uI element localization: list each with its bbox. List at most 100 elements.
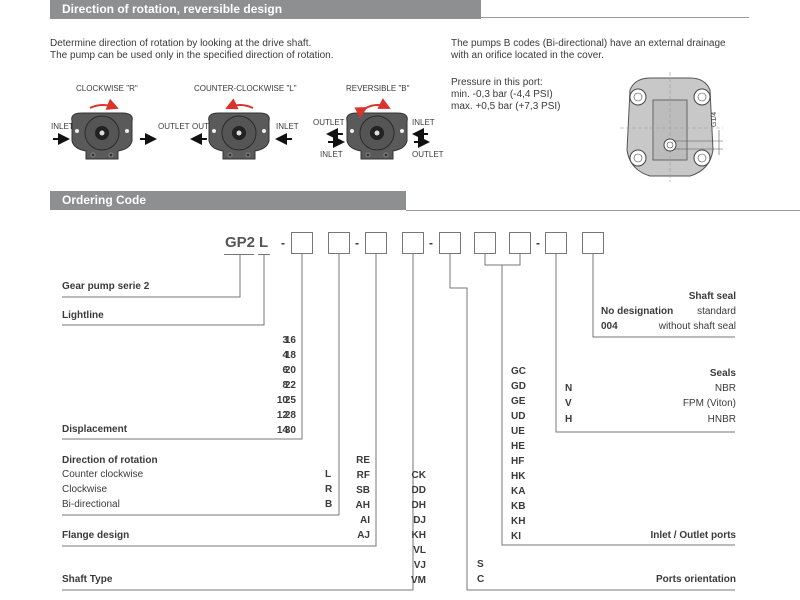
code-dash: - xyxy=(355,236,359,250)
displacement-value: 4 xyxy=(282,350,288,361)
code-box-shaft-seal[interactable] xyxy=(582,232,604,254)
ports-code: GE xyxy=(511,396,526,407)
shaft-code: DJ xyxy=(413,515,426,526)
label-direction: Direction of rotation xyxy=(62,455,158,466)
seal-name: FPM (Viton) xyxy=(682,398,736,409)
label-inlet: INLET xyxy=(51,122,74,131)
displacement-value: 16 xyxy=(284,335,296,346)
pressure-min: min. -0,3 bar (-4,4 PSI) xyxy=(451,89,553,100)
label-gear-pump: Gear pump serie 2 xyxy=(62,281,150,292)
section-header-ordering: Ordering Code xyxy=(50,191,406,210)
code-lightline: L xyxy=(259,234,269,251)
shaft-code: VJ xyxy=(413,560,426,571)
seal-name: HNBR xyxy=(707,414,736,425)
seal-code: V xyxy=(565,398,572,409)
label-ports-orientation: Ports orientation xyxy=(655,574,736,585)
displacement-value: 20 xyxy=(284,365,296,376)
code-box-direction[interactable] xyxy=(328,232,350,254)
shaft-code: KH xyxy=(411,530,426,541)
drainage-line-1: The pumps B codes (Bi-directional) have … xyxy=(451,38,726,49)
shaft-code: VL xyxy=(413,545,426,556)
label-outlet: OUTLET xyxy=(313,118,345,127)
shaft-seal-code: No designation xyxy=(601,306,674,317)
shaft-code: CK xyxy=(411,470,426,481)
direction-name: Bi-directional xyxy=(62,499,120,510)
flange-code: SB xyxy=(356,485,370,496)
code-dash: - xyxy=(536,236,540,250)
displacement-value: 28 xyxy=(284,410,296,421)
pressure-max: max. +0,5 bar (+7,3 PSI) xyxy=(451,101,561,112)
underline xyxy=(258,254,270,255)
code-box-flange[interactable] xyxy=(365,232,387,254)
direction-code: L xyxy=(325,469,332,480)
code-dash: - xyxy=(281,236,285,250)
label-lightline: Lightline xyxy=(62,310,104,321)
header-divider xyxy=(481,17,749,18)
direction-code: B xyxy=(325,499,333,510)
direction-code: R xyxy=(325,484,333,495)
shaft-seal-name: standard xyxy=(697,306,736,317)
ports-code: HK xyxy=(511,471,526,482)
section-header-rotation: Direction of rotation, reversible design xyxy=(50,0,481,19)
flange-code: AJ xyxy=(357,530,370,541)
label-shaft-seal: Shaft seal xyxy=(688,291,736,302)
seal-name: NBR xyxy=(714,383,736,394)
code-box-seals[interactable] xyxy=(545,232,567,254)
displacement-value: 3 xyxy=(282,335,288,346)
displacement-col-1: 3 4 6 8 10 12 14 xyxy=(248,333,288,438)
intro-line-2: The pump can be used only in the specifi… xyxy=(50,50,334,61)
label-shaft-type: Shaft Type xyxy=(62,574,113,585)
ports-code: UD xyxy=(511,411,526,422)
seal-code: H xyxy=(565,414,573,425)
code-box-ports-2[interactable] xyxy=(509,232,531,254)
shaft-seal-code: 004 xyxy=(601,321,618,332)
ports-codes: GC GD GE UD UE HE HF HK KA KB KH KI xyxy=(511,364,526,544)
label-outlet: OUTLET xyxy=(412,150,444,159)
drainage-line-2: with an orifice located in the cover. xyxy=(451,50,604,61)
flange-code: RE xyxy=(356,455,370,466)
intro-line-1: Determine direction of rotation by looki… xyxy=(50,38,312,49)
code-box-orientation[interactable] xyxy=(439,232,461,254)
flange-code: AH xyxy=(355,500,370,511)
ports-code: HF xyxy=(511,456,525,467)
flange-code: AI xyxy=(360,515,370,526)
diagram-title-reversible: REVERSIBLE "B" xyxy=(346,84,410,93)
orientation-code: S xyxy=(477,559,484,570)
direction-name: Clockwise xyxy=(62,484,108,495)
label-flange: Flange design xyxy=(62,530,130,541)
section-title: Ordering Code xyxy=(62,193,147,207)
pump-cover-diagram xyxy=(620,72,723,182)
label-seals: Seals xyxy=(709,368,736,379)
displacement-col-2: 16 18 20 22 25 28 30 xyxy=(256,333,296,438)
shaft-codes: CK DD DH DJ KH VL VJ VM xyxy=(396,468,426,588)
code-box-ports-1[interactable] xyxy=(474,232,496,254)
ports-code: KI xyxy=(511,531,521,542)
direction-name: Counter clockwise xyxy=(62,469,144,480)
label-outlet: OUTLET xyxy=(192,122,224,131)
code-dash: - xyxy=(429,236,433,250)
flange-codes: RE RF SB AH AI AJ xyxy=(340,453,370,543)
displacement-value: 6 xyxy=(282,365,288,376)
diagram-title-clockwise: CLOCKWISE "R" xyxy=(76,84,138,93)
shaft-seal-name: without shaft seal xyxy=(658,321,736,332)
displacement-value: 8 xyxy=(282,380,288,391)
code-box-shaft[interactable] xyxy=(402,232,424,254)
code-prefix: GP2 xyxy=(225,234,256,251)
pump-clockwise-icon xyxy=(53,98,157,160)
ports-code: KB xyxy=(511,501,526,512)
shaft-code: VM xyxy=(411,575,426,586)
displacement-value: 18 xyxy=(284,350,296,361)
displacement-value: 14 xyxy=(276,425,288,436)
underline xyxy=(224,254,254,255)
ports-code: UE xyxy=(511,426,525,437)
ports-code: KH xyxy=(511,516,526,527)
code-box-displacement[interactable] xyxy=(291,232,313,254)
seal-code: N xyxy=(565,383,573,394)
label-inlet: INLET xyxy=(320,150,343,159)
flange-code: RF xyxy=(356,470,370,481)
ports-code: GD xyxy=(511,381,526,392)
shaft-code: DH xyxy=(411,500,426,511)
ports-code: HE xyxy=(511,441,525,452)
diagram-title-counter-clockwise: COUNTER-CLOCKWISE "L" xyxy=(194,84,297,93)
rotation-diagrams xyxy=(53,98,430,160)
